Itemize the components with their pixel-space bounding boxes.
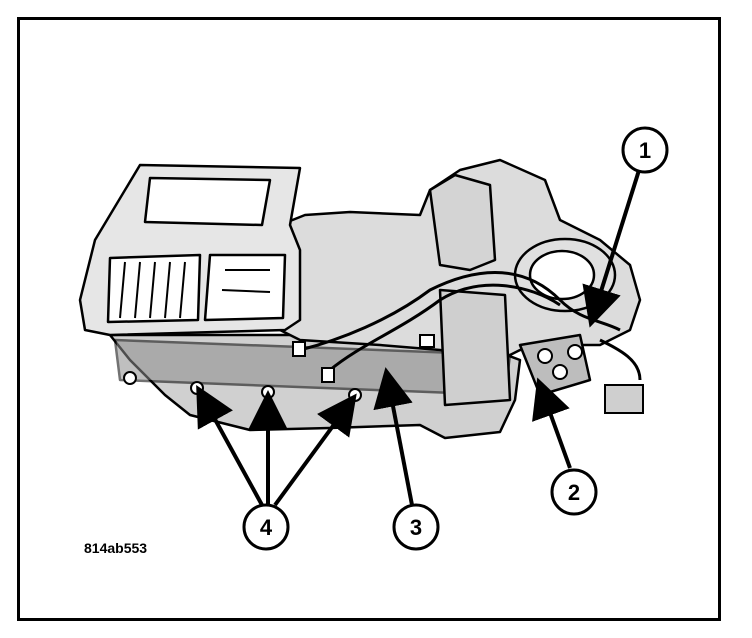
vent-slats — [119, 261, 271, 319]
callout-1: 1 — [621, 126, 669, 174]
callout-4: 4 — [242, 503, 290, 551]
callout-1-label: 1 — [639, 138, 651, 163]
callout-2-label: 2 — [568, 480, 580, 505]
figure-code: 814ab553 — [84, 540, 148, 556]
callout-3-label: 3 — [410, 515, 422, 540]
leader-3 — [373, 367, 414, 506]
callout-3: 3 — [392, 503, 440, 551]
leader-2 — [532, 377, 572, 469]
wiring-harness — [299, 271, 642, 381]
callout-2: 2 — [550, 468, 598, 516]
leader-lines — [196, 166, 642, 507]
leader-4a — [196, 384, 264, 506]
leader-4c — [273, 393, 357, 507]
connectors — [292, 334, 644, 414]
leader-1 — [582, 166, 642, 328]
callout-4-label: 4 — [260, 515, 273, 540]
